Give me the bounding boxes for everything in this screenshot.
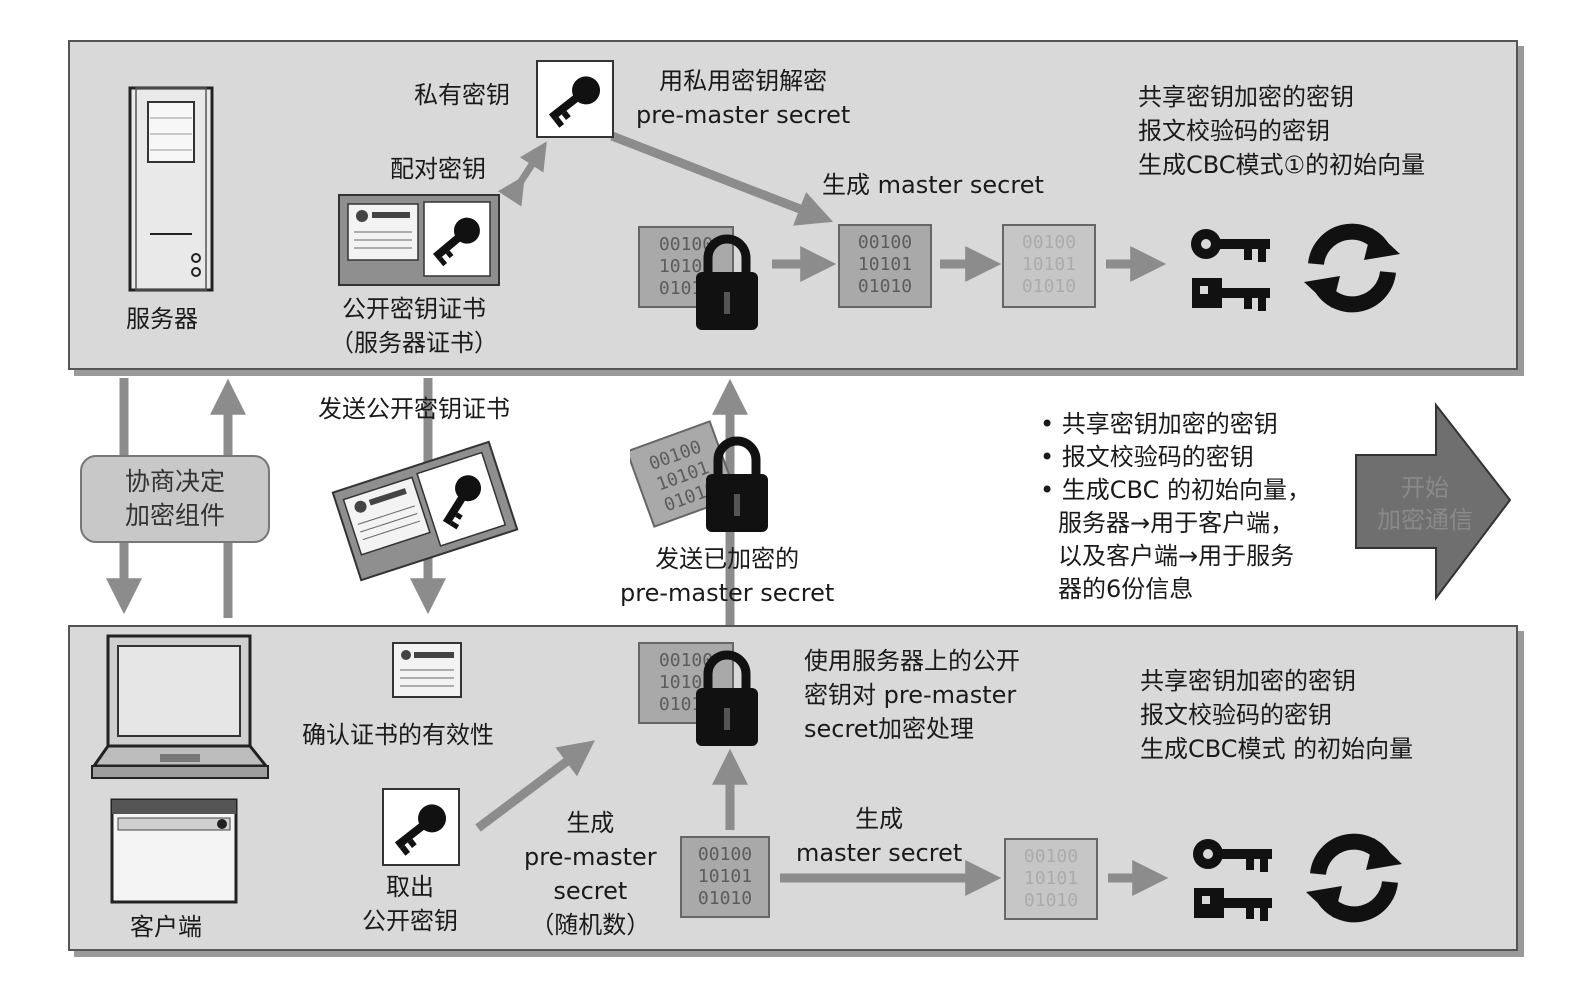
negotiate-cipher-box: 协商决定加密组件 [80,455,270,543]
encrypt-process-label: 使用服务器上的公开 密钥对 pre-master secret加密处理 [804,647,1020,743]
laptop-icon [90,632,270,788]
client-keys-list: 共享密钥加密的密钥 报文校验码的密钥 生成CBC模式 的初始向量 [1140,667,1414,763]
public-cert-icon [338,194,500,290]
sent-encrypted-premaster-icon: 00100 10101 01010 [625,420,790,544]
start-encryption-arrow [1355,402,1512,601]
key-pair-icon [1190,226,1276,320]
decrypt-label: 用私用密钥解密 pre-master secret [636,67,851,129]
generate-arrow [475,740,595,832]
public-cert-label: 公开密钥证书 （服务器证书） [330,295,498,357]
client-cert-icon [392,642,462,702]
derived-info-list: • 共享密钥加密的密钥 • 报文校验码的密钥 • 生成CBC 的初始向量， 服务… [1040,410,1311,603]
pair-key-label: 配对密钥 [390,155,486,183]
sent-cert-icon [330,436,520,590]
send-cert-label: 发送公开密钥证书 [318,395,510,423]
start-encryption-label: 开始 加密通信 [1377,474,1473,534]
take-key-label: 取出 公开密钥 [362,873,458,935]
gen-master-label: 生成 master secret [822,171,1044,199]
server-icon [128,86,214,296]
browser-window-icon [110,798,238,908]
public-key-icon [382,788,460,870]
client-gen-master-label: 生成 master secret [796,805,963,867]
client-lock-icon [694,648,760,752]
client-refresh-icon [1300,824,1408,936]
gen-premaster-label: 生成 pre-master secret （随机数） [524,809,657,939]
refresh-icon [1298,214,1406,326]
private-key-label: 私有密钥 [414,81,510,109]
client-panel [68,625,1518,951]
private-key-icon [536,60,614,142]
client-key-pair-icon [1192,836,1278,930]
client-label: 客户端 [130,913,202,941]
lock-icon [694,232,760,336]
decrypt-arrow [610,131,834,226]
verify-cert-label: 确认证书的有效性 [302,721,494,749]
pair-key-arrow [497,141,547,207]
server-keys-list: 共享密钥加密的密钥 报文校验码的密钥 生成CBC模式①的初始向量 [1138,83,1426,179]
server-label: 服务器 [126,305,198,333]
send-encrypted-label: 发送已加密的 pre-master secret [620,545,835,607]
